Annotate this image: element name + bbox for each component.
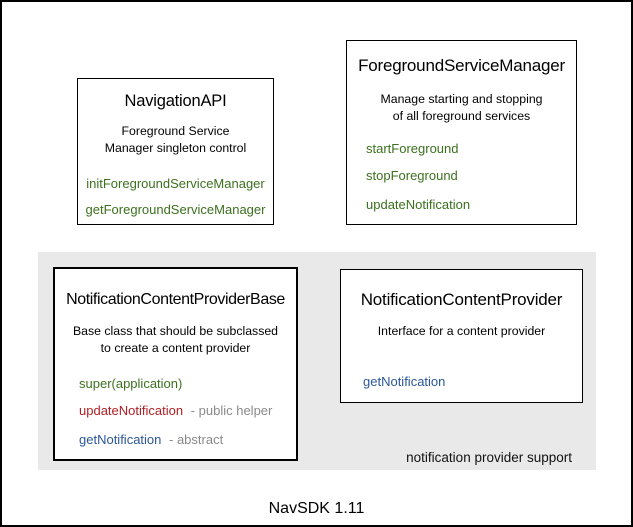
method-name: initForegroundServiceManager (86, 176, 265, 191)
region-label: notification provider support (406, 450, 572, 465)
method-getNotification: getNotification (363, 374, 445, 389)
method-name: super(application) (79, 376, 183, 391)
method-initForegroundServiceManager: initForegroundServiceManager (78, 176, 273, 191)
method-getForegroundServiceManager: getForegroundServiceManager (78, 202, 273, 217)
diagram-caption: NavSDK 1.11 (268, 500, 365, 517)
class-box-navigation-api: NavigationAPI Foreground Service Manager… (77, 78, 274, 225)
class-description: Base class that should be subclassed to … (55, 323, 296, 357)
class-box-foreground-service-manager: ForegroundServiceManager Manage starting… (346, 40, 577, 225)
method-name: getNotification (363, 374, 446, 389)
description-line: Manage starting and stopping (380, 92, 543, 106)
method-annotation: - public helper (190, 403, 273, 418)
method-annotation: - abstract (169, 432, 224, 447)
class-box-notification-content-provider: NotificationContentProvider Interface fo… (340, 269, 583, 403)
description-line: Manager singleton control (104, 141, 247, 155)
class-description: Foreground Service Manager singleton con… (78, 123, 273, 157)
class-box-notification-content-provider-base: NotificationContentProviderBase Base cla… (53, 267, 298, 461)
method-name: getNotification (79, 432, 162, 447)
method-name: startForeground (366, 141, 459, 156)
method-name: getForegroundServiceManager (85, 202, 266, 217)
method-updateNotification: updateNotification (366, 197, 470, 212)
method-name: updateNotification (79, 403, 184, 418)
class-title: NotificationContentProviderBase (66, 291, 285, 308)
method-super-application: super(application) (79, 376, 182, 391)
method-startForeground: startForeground (366, 141, 459, 156)
class-title: NotificationContentProvider (360, 290, 563, 309)
description-line: Interface for a content provider (377, 324, 546, 338)
method-updateNotification: updateNotification - public helper (79, 403, 272, 418)
method-name: updateNotification (366, 197, 471, 212)
method-getNotification: getNotification - abstract (79, 432, 223, 447)
class-title: NavigationAPI (124, 92, 227, 110)
method-name: stopForeground (366, 168, 458, 183)
description-line: to create a content provider (100, 341, 251, 355)
description-line: Base class that should be subclassed (72, 324, 279, 338)
method-stopForeground: stopForeground (366, 168, 458, 183)
description-line: of all foreground services (392, 109, 531, 123)
description-line: Foreground Service (121, 124, 230, 138)
class-description: Interface for a content provider (341, 323, 582, 340)
class-title: ForegroundServiceManager (358, 56, 565, 75)
class-description: Manage starting and stopping of all fore… (347, 91, 576, 125)
